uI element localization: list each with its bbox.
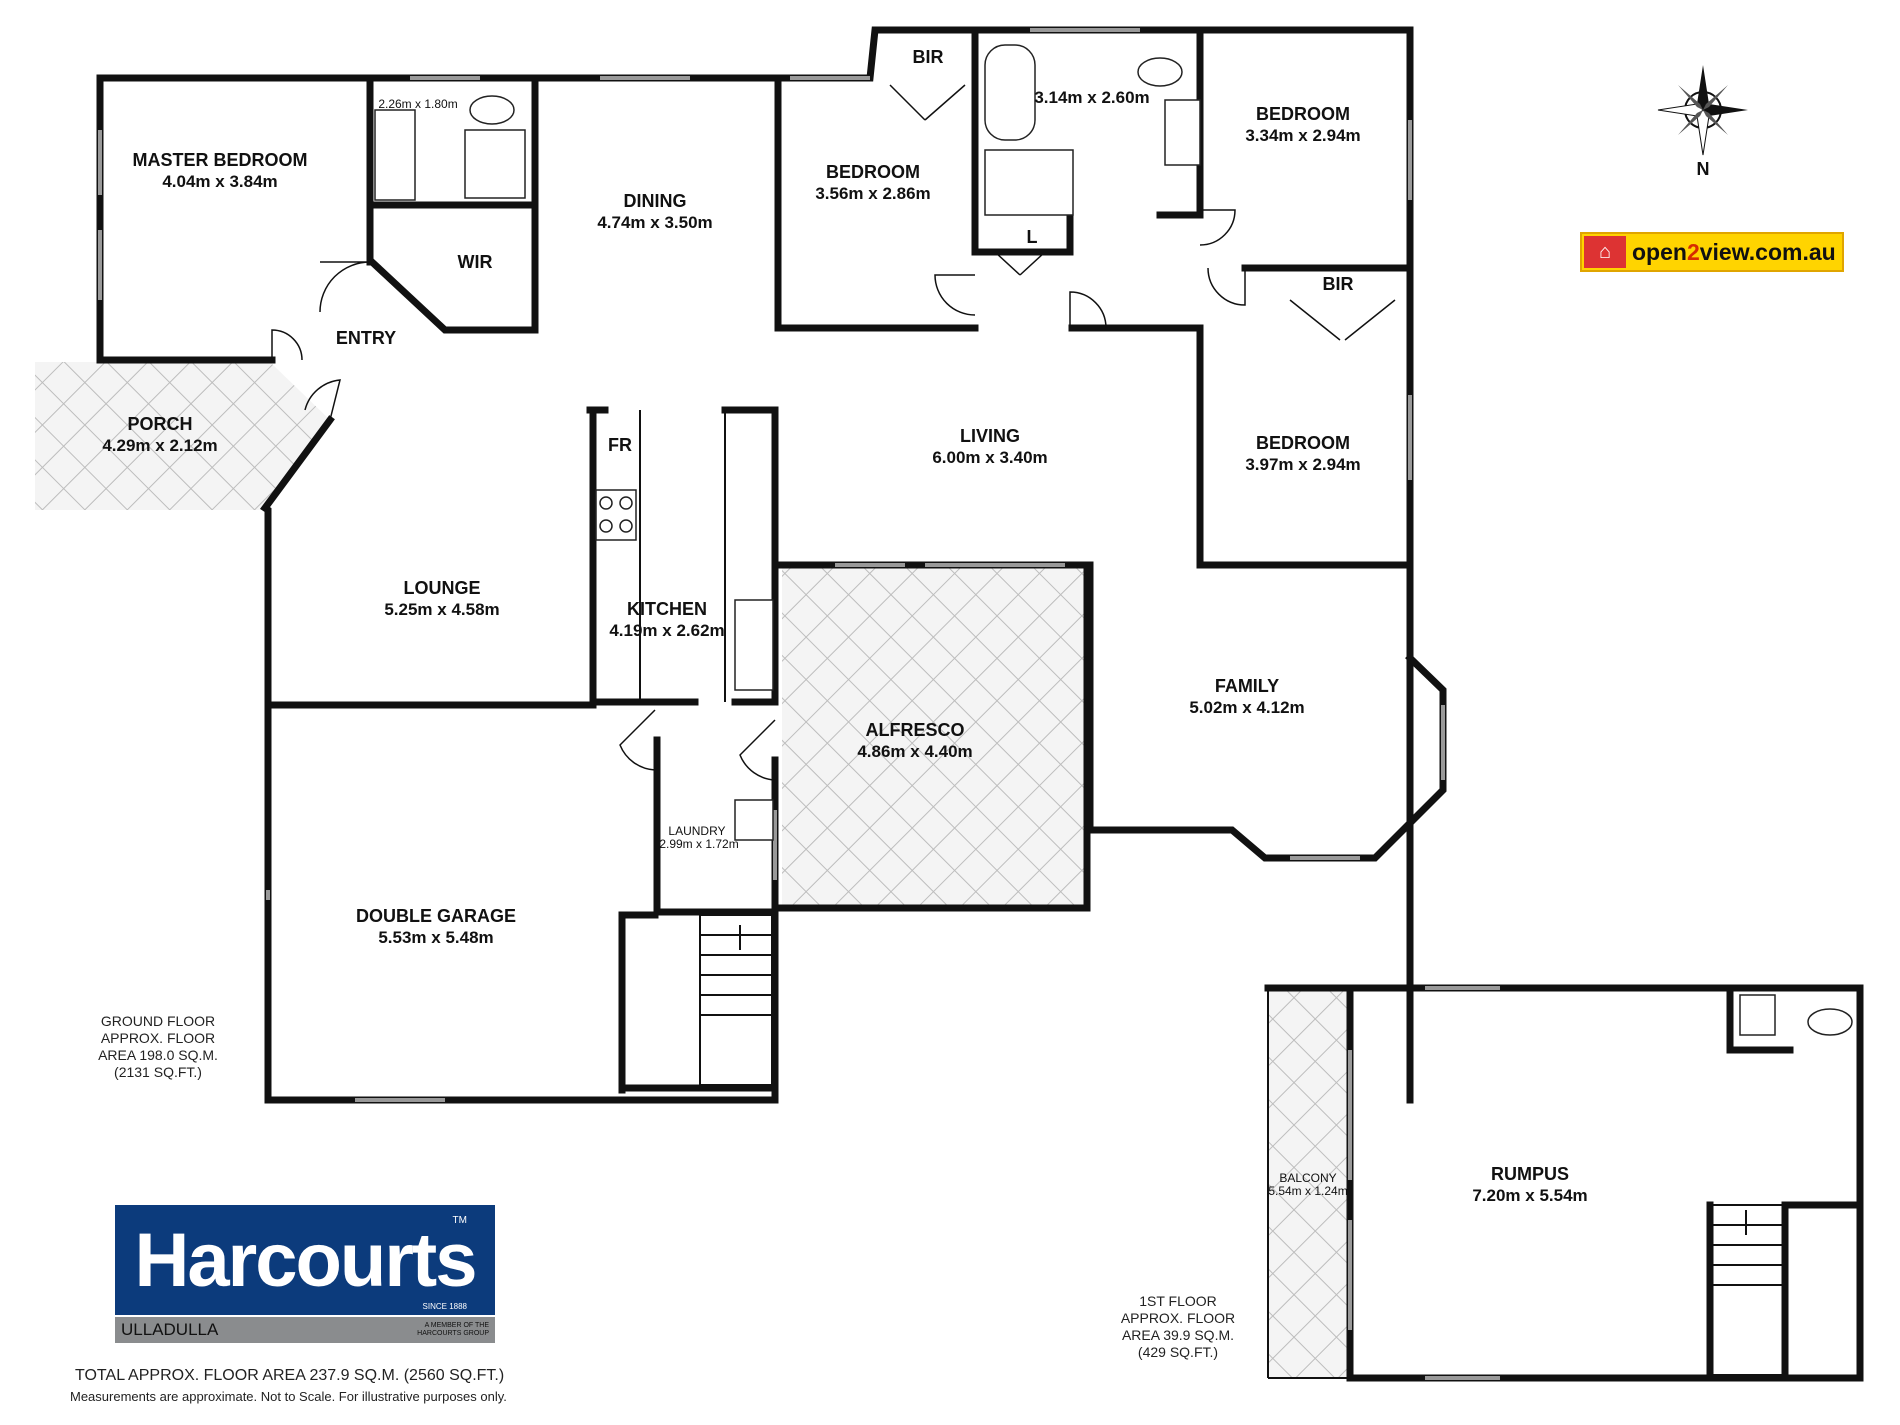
svg-text:(2131 SQ.FT.): (2131 SQ.FT.) [114,1064,202,1080]
bir-2-name: BIR [1323,274,1354,294]
living-name: LIVING [960,426,1020,446]
lounge-dim: 5.25m x 4.58m [384,600,499,619]
balcony-dim: 5.54m x 1.24m [1268,1184,1347,1198]
master-bedroom-name: MASTER BEDROOM [133,150,308,170]
first-floor-note: 1ST FLOOR APPROX. FLOOR AREA 39.9 SQ.M. … [1121,1293,1235,1360]
open2view-text: open2view.com.au [1632,238,1836,265]
stairs-ground [699,914,773,1086]
alfresco-dim: 4.86m x 4.40m [857,742,972,761]
linen-name: L [1027,227,1038,247]
svg-text:1ST FLOOR: 1ST FLOOR [1139,1293,1217,1309]
windows [98,28,1445,1102]
alfresco-name: ALFRESCO [866,720,965,740]
fixtures [374,44,1201,1086]
bedroom-2-dim: 3.56m x 2.86m [815,184,930,203]
porch-hatch [35,362,330,510]
garage-name: DOUBLE GARAGE [356,906,516,926]
alfresco-hatch [782,568,1087,908]
dining-dim: 4.74m x 3.50m [597,213,712,232]
lounge-name: LOUNGE [403,578,480,598]
rumpus-dim: 7.20m x 5.54m [1472,1186,1587,1205]
disclaimer: Measurements are approximate. Not to Sca… [70,1389,507,1404]
laundry-dim: 2.99m x 1.72m [659,837,738,851]
porch-name: PORCH [127,414,192,434]
balcony-name: BALCONY [1279,1171,1336,1185]
compass-icon [1657,65,1748,156]
bedroom-3-name: BEDROOM [1256,104,1350,124]
porch-dim: 4.29m x 2.12m [102,436,217,455]
first-floor-walls [1264,984,1864,1382]
kitchen-name: KITCHEN [627,599,707,619]
harcourts-name: Harcourts [134,1217,478,1303]
harcourts-tm: TM [452,1215,467,1226]
garage-dim: 5.53m x 5.48m [378,928,493,947]
ground-floor-note: GROUND FLOOR APPROX. FLOOR AREA 198.0 SQ… [98,1013,218,1080]
open2view-logo: ⌂ open2view.com.au [1580,232,1844,272]
living-dim: 6.00m x 3.40m [932,448,1047,467]
svg-text:AREA 198.0 SQ.M.: AREA 198.0 SQ.M. [98,1047,218,1063]
bedroom-4-dim: 3.97m x 2.94m [1245,455,1360,474]
family-dim: 5.02m x 4.12m [1189,698,1304,717]
entry-name: ENTRY [336,328,396,348]
svg-text:(429 SQ.FT.): (429 SQ.FT.) [1138,1344,1218,1360]
total-floor-area: TOTAL APPROX. FLOOR AREA 237.9 SQ.M. (25… [75,1367,505,1384]
dining-name: DINING [624,191,687,211]
fridge-name: FR [608,435,632,455]
master-bedroom-dim: 4.04m x 3.84m [162,172,277,191]
svg-text:AREA 39.9 SQ.M.: AREA 39.9 SQ.M. [1122,1327,1234,1343]
compass-label: N [1697,159,1710,179]
bathroom-dim: 3.14m x 2.60m [1034,88,1149,107]
bir-1-name: BIR [913,47,944,67]
harcourts-branch-bar: ULLADULLA A MEMBER OF THE HARCOURTS GROU… [115,1317,495,1343]
bedroom-4-name: BEDROOM [1256,433,1350,453]
ensuite-dim: 2.26m x 1.80m [378,97,457,111]
svg-text:APPROX. FLOOR: APPROX. FLOOR [1121,1310,1235,1326]
rumpus-name: RUMPUS [1491,1164,1569,1184]
room-labels: MASTER BEDROOM 4.04m x 3.84m 2.26m x 1.8… [102,47,1587,1205]
bedroom-3-dim: 3.34m x 2.94m [1245,126,1360,145]
harcourts-logo: Harcourts TM SINCE 1888 ULLADULLA A MEMB… [115,1205,495,1347]
balcony-hatch [1268,988,1350,1378]
harcourts-member: A MEMBER OF THE HARCOURTS GROUP [417,1322,489,1337]
wir-name: WIR [458,252,493,272]
laundry-name: LAUNDRY [668,824,725,838]
kitchen-dim: 4.19m x 2.62m [609,621,724,640]
family-name: FAMILY [1215,676,1279,696]
svg-text:APPROX. FLOOR: APPROX. FLOOR [101,1030,215,1046]
bedroom-2-name: BEDROOM [826,162,920,182]
house-icon: ⌂ [1584,236,1626,268]
harcourts-since: SINCE 1888 [422,1302,467,1311]
harcourts-banner: Harcourts TM SINCE 1888 [115,1205,495,1315]
harcourts-branch: ULLADULLA [121,1320,219,1339]
stairs-first [1709,1204,1786,1376]
svg-text:GROUND FLOOR: GROUND FLOOR [101,1013,215,1029]
doors [271,84,1396,781]
